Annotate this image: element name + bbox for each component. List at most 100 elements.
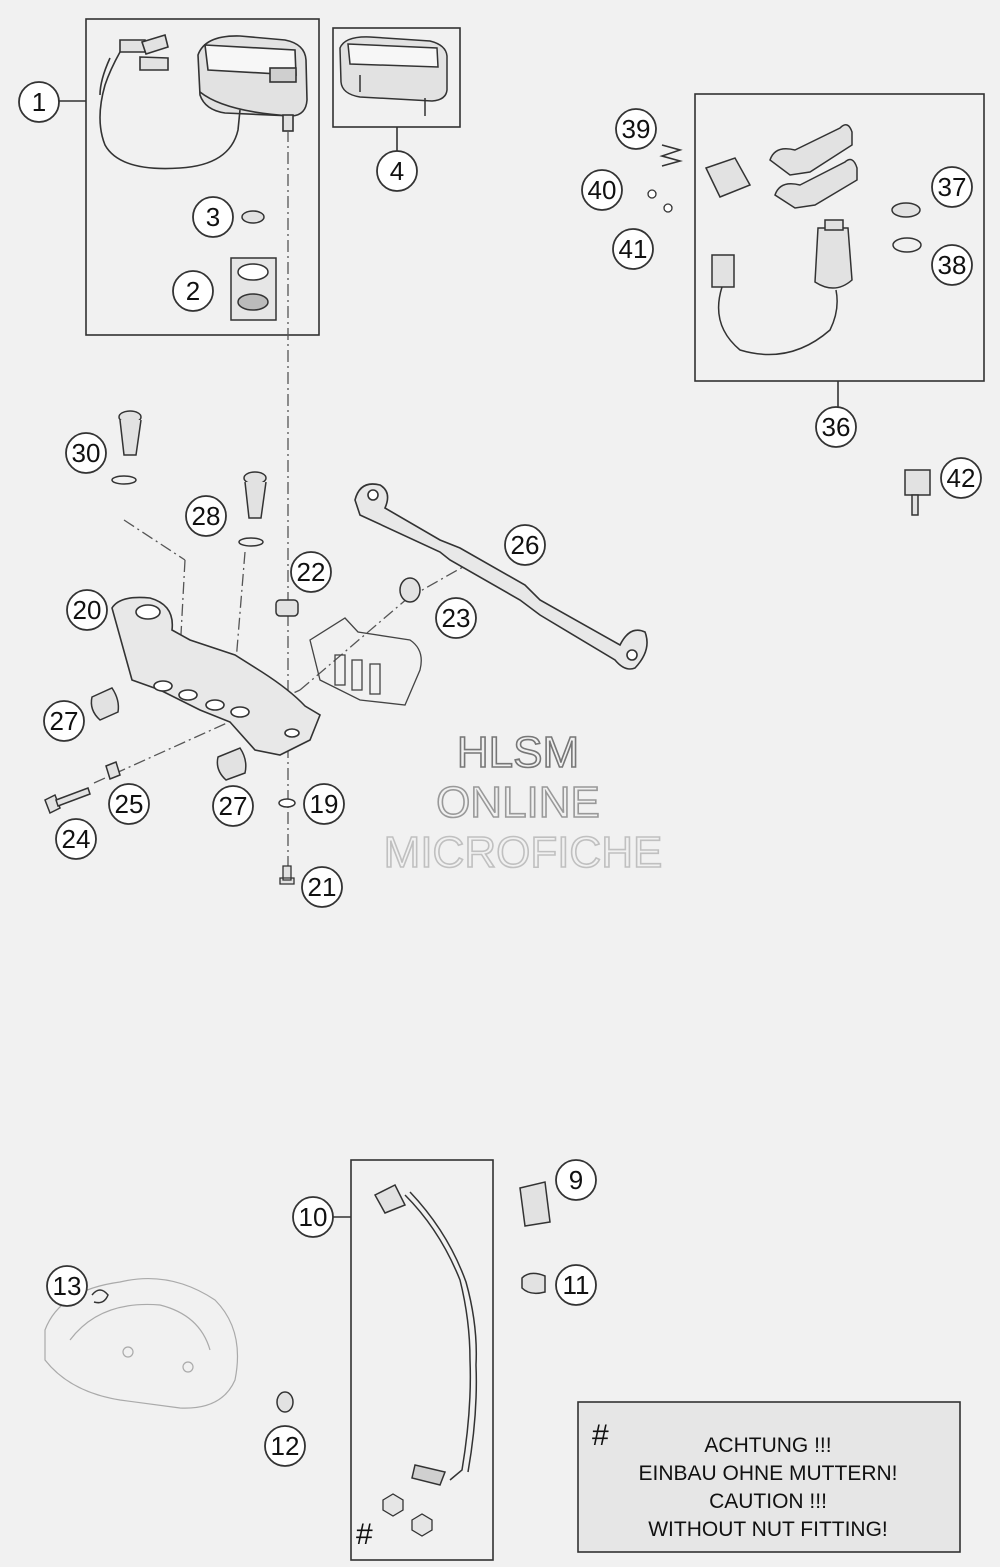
washer-37-part [891,202,921,218]
washer-38-part [892,237,922,253]
callout-9: 9 [555,1159,597,1201]
callout-circle [815,406,857,448]
note-symbol: # [592,1419,609,1452]
callout-10: 10 [292,1196,334,1238]
sprocket-cover-sketch [44,1277,238,1409]
callout-30: 30 [65,432,107,474]
key-part [904,469,931,516]
sensor-hash-mark: # [356,1518,373,1551]
callout-41: 41 [612,228,654,270]
callout-21: 21 [301,866,343,908]
callout-circle [940,457,982,499]
callout-37: 37 [931,166,973,208]
callout-number: 13 [53,1271,82,1301]
callout-number: 39 [622,114,651,144]
callout-38: 38 [931,244,973,286]
rubber-grommet-part [399,577,421,603]
bushing-part [276,1391,294,1413]
watermark-line-1: HLSM [457,728,579,777]
washer-part [278,798,296,808]
callout-number: 11 [563,1270,590,1300]
spring-part [659,144,683,167]
pin-30-part [111,410,142,485]
callout-number: 2 [186,276,200,306]
pin-41-part [663,203,673,213]
watermark-line-3: MICROFICHE [384,828,663,877]
callout-number: 40 [588,175,617,205]
note-line-3: CAUTION !!! [709,1490,827,1513]
callout-circle [185,495,227,537]
callout-22: 22 [290,551,332,593]
callout-circle [555,1159,597,1201]
speedometer-part [99,33,308,170]
callout-number: 28 [192,501,221,531]
callout-circle [66,589,108,631]
callout-20: 20 [66,589,108,631]
callout-circle [290,551,332,593]
callout-24: 24 [55,818,97,860]
callout-36: 36 [815,406,857,448]
callout-circle [435,597,477,639]
callout-circle [18,81,60,123]
callout-39: 39 [615,108,657,150]
callout-circle [301,866,343,908]
callout-circle [43,700,85,742]
callout-number: 38 [938,250,967,280]
watermark: HLSM ONLINE MICROFICHE [383,727,663,878]
rubber-buffer-part [275,599,299,617]
callout-number: 23 [442,603,471,633]
callout-circle [931,166,973,208]
callout-2: 2 [172,270,214,312]
callout-circle [264,1425,306,1467]
pin-28-part [238,471,267,547]
callout-circle [504,524,546,566]
callout-circle [46,1265,88,1307]
callout-number: 1 [32,87,46,117]
seal-ring-part [241,210,265,224]
note-line-4: WITHOUT NUT FITTING! [648,1518,888,1541]
bolt-part [44,787,91,815]
callout-number: 4 [390,156,404,186]
callout-number: 26 [511,530,540,560]
callout-number: 24 [62,824,91,854]
retaining-ring-part [91,1289,109,1304]
cable-holder-part [521,1272,546,1295]
pin-40-part [647,189,657,199]
callout-13: 13 [46,1265,88,1307]
fitting-note: # ACHTUNG !!! EINBAU OHNE MUTTERN! CAUTI… [577,1401,961,1553]
ignition-lock-part [704,124,858,356]
grommet-27a-part [90,687,120,721]
speed-sensor-part [373,1183,478,1486]
strut-part [354,483,648,670]
callout-number: 10 [299,1202,328,1232]
callout-number: 37 [938,172,967,202]
callout-25: 25 [108,783,150,825]
callout-number: 19 [310,789,339,819]
callout-number: 3 [206,202,220,232]
cover-set-part [230,257,277,321]
callout-27b: 27 [212,785,254,827]
callout-number: 9 [569,1165,583,1195]
callout-number: 42 [947,463,976,493]
callout-circle [931,244,973,286]
group-box-speedometer [85,18,320,336]
grommet-27b-part [216,747,247,781]
callout-circle [55,818,97,860]
callout-number: 30 [72,438,101,468]
callout-27a: 27 [43,700,85,742]
callout-11: 11 [555,1264,597,1306]
callout-number: 22 [297,557,326,587]
note-line-2: EINBAU OHNE MUTTERN! [638,1462,897,1485]
callout-circle [108,783,150,825]
callout-12: 12 [264,1425,306,1467]
callout-3: 3 [192,196,234,238]
callout-23: 23 [435,597,477,639]
callout-circle [615,108,657,150]
nut-part [382,1493,433,1537]
note-line-1: ACHTUNG !!! [704,1434,831,1457]
callout-26: 26 [504,524,546,566]
spacer-part [105,761,121,780]
callout-28: 28 [185,495,227,537]
callout-circle [581,169,623,211]
